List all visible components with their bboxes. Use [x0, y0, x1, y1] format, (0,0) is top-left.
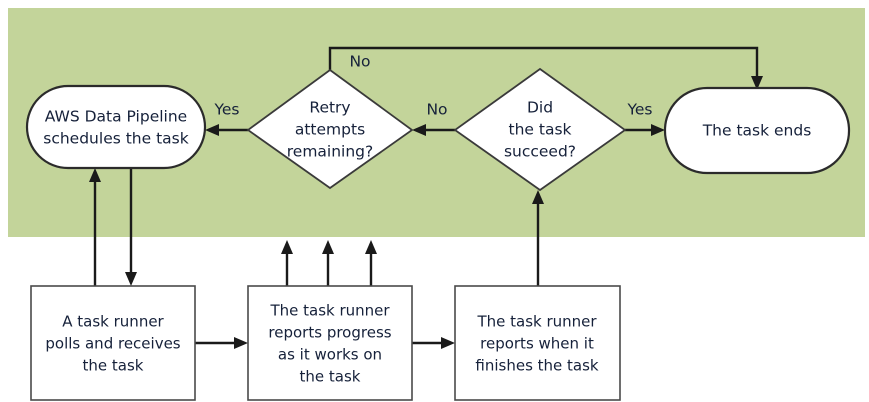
- arrowhead-schedules-to-polls: [125, 272, 137, 286]
- node-succeed-decision-line2: the task: [509, 121, 572, 139]
- node-succeed-decision-line1: Did: [527, 99, 553, 117]
- node-polls-task[interactable]: A task runner polls and receives the tas…: [30, 285, 196, 401]
- node-reports-progress-line1: The task runner: [269, 302, 390, 320]
- node-retry-decision-line2: attempts: [295, 121, 365, 139]
- arrowhead-retry-yes: [205, 124, 219, 136]
- node-reports-finish-shape: [454, 285, 621, 401]
- edge-label-succeed-no: No: [426, 101, 447, 119]
- arrowhead-retry-no: [751, 76, 763, 90]
- node-task-ends-label: The task ends: [702, 122, 812, 140]
- arrowhead-succeed-yes: [651, 124, 665, 136]
- arrowhead-progress-report-3: [365, 240, 377, 254]
- node-polls-task-line3: the task: [83, 357, 144, 375]
- node-retry-decision-line1: Retry: [309, 99, 350, 117]
- node-reports-progress-line2: reports progress: [268, 324, 391, 342]
- node-task-ends-shape: [663, 86, 851, 175]
- arrowhead-progress-report-1: [281, 240, 293, 254]
- node-succeed-decision-shape: [453, 67, 627, 192]
- node-succeed-decision-line3: succeed?: [504, 143, 576, 161]
- edge-label-retry-no: No: [349, 53, 370, 71]
- edge-label-succeed-yes: Yes: [626, 101, 652, 119]
- arrowhead-progress-report-2: [322, 240, 334, 254]
- arrowhead-reports-progress-to-reports-finish: [441, 337, 455, 349]
- node-reports-progress-shape: [247, 285, 413, 401]
- arrowhead-succeed-no: [412, 124, 426, 136]
- node-retry-decision-line3: remaining?: [287, 143, 374, 161]
- edge-label-retry-yes: Yes: [213, 101, 239, 119]
- node-reports-finish-line1: The task runner: [476, 313, 597, 331]
- node-reports-progress-line4: the task: [300, 368, 361, 386]
- node-succeed-decision[interactable]: Did the task succeed?: [453, 67, 627, 192]
- node-reports-progress[interactable]: The task runner reports progress as it w…: [247, 285, 413, 401]
- arrowhead-polls-to-schedules: [89, 168, 101, 182]
- node-reports-progress-line3: as it works on: [278, 346, 382, 364]
- node-polls-task-line1: A task runner: [62, 313, 164, 331]
- node-schedules-task[interactable]: AWS Data Pipeline schedules the task: [25, 84, 207, 170]
- node-schedules-task-line1: AWS Data Pipeline: [45, 108, 187, 126]
- node-polls-task-line2: polls and receives: [45, 335, 180, 353]
- node-schedules-task-shape: [25, 84, 207, 170]
- node-polls-task-shape: [30, 285, 196, 401]
- arrowhead-reports-finish-to-succeed: [532, 190, 544, 204]
- node-schedules-task-line2: schedules the task: [43, 130, 188, 148]
- node-retry-decision-shape: [246, 68, 414, 190]
- node-task-ends[interactable]: The task ends: [663, 86, 851, 175]
- node-retry-decision[interactable]: Retry attempts remaining?: [246, 68, 414, 190]
- node-reports-finish-line2: reports when it: [480, 335, 594, 353]
- arrowhead-polls-to-reports-progress: [234, 337, 248, 349]
- node-reports-finish[interactable]: The task runner reports when it finishes…: [454, 285, 621, 401]
- edge-retry-no-to-task-ends: [328, 46, 759, 80]
- node-reports-finish-line3: finishes the task: [475, 357, 599, 375]
